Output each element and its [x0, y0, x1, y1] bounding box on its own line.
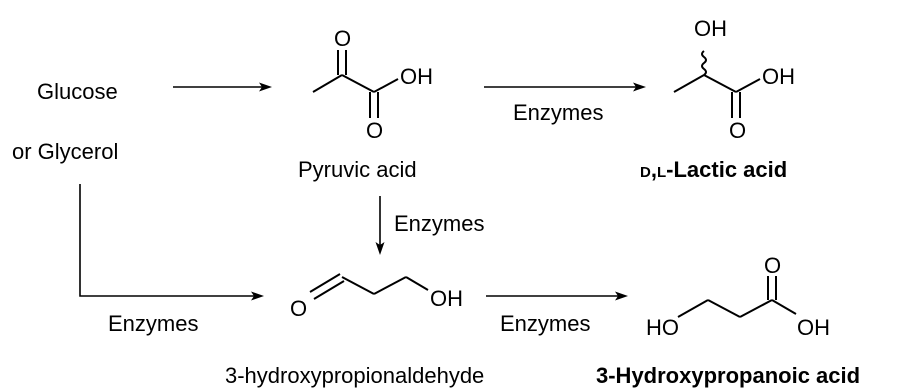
arrow-pyruvate-to-lactate — [484, 82, 646, 92]
glycerol-label: or Glycerol — [12, 139, 118, 164]
atom-hpa-o: O — [290, 296, 307, 321]
glucose-label: Glucose — [37, 79, 118, 104]
reagent-pyruvate-to-hpa: Enzymes — [394, 211, 484, 236]
hpa-structure: O OH — [290, 273, 463, 321]
atom-hp-o-top: O — [764, 253, 781, 278]
hydroxypropanoic-acid-label: 3-Hydroxypropanoic acid — [596, 363, 860, 388]
atom-hpa-oh: OH — [430, 286, 463, 311]
atom-pyruvic-o-bottom: O — [366, 118, 383, 143]
reagent-feed-to-hpa: Enzymes — [108, 311, 198, 336]
hpa-label: 3-hydroxypropionaldehyde — [225, 363, 484, 388]
atom-lactic-o-bottom: O — [729, 118, 746, 143]
arrow-glucose-to-pyruvate — [173, 82, 272, 92]
lactic-acid-label: D,L-Lactic acid — [640, 157, 787, 182]
atom-lactic-oh-right: OH — [762, 64, 795, 89]
pyruvic-acid-label: Pyruvic acid — [298, 157, 417, 182]
hydroxypropanoic-acid-structure: HO O OH — [646, 253, 830, 340]
atom-hp-oh: OH — [797, 315, 830, 340]
atom-pyruvic-oh: OH — [400, 64, 433, 89]
lactic-acid-structure: OH OH O — [673, 16, 795, 143]
reagent-pyruvate-to-lactate: Enzymes — [513, 100, 603, 125]
arrow-hpa-to-3hp — [486, 291, 628, 301]
atom-hp-ho: HO — [646, 315, 679, 340]
reagent-hpa-to-3hp: Enzymes — [500, 311, 590, 336]
arrow-pyruvate-to-hpa — [375, 196, 385, 255]
arrow-glycerol-to-hpa — [79, 184, 264, 301]
pyruvic-acid-structure: O OH O — [312, 26, 433, 143]
atom-pyruvic-o-top: O — [334, 26, 351, 51]
atom-lactic-oh-top: OH — [694, 16, 727, 41]
